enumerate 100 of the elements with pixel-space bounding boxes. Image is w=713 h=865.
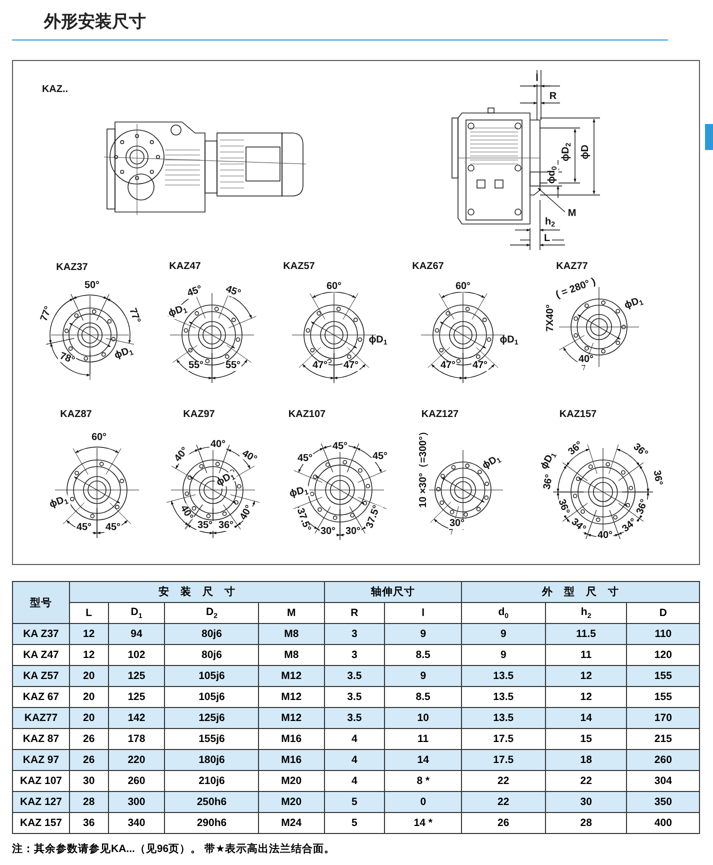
dimension-label: ϕD bbox=[581, 144, 591, 160]
angle-label: 30° bbox=[448, 519, 466, 529]
angle-label: 45° bbox=[371, 452, 389, 462]
angle-label: 40° bbox=[238, 503, 256, 523]
table-cell: 36 bbox=[70, 812, 108, 834]
angle-label: 45° bbox=[223, 284, 243, 300]
row-header: KAZ 157 bbox=[12, 812, 70, 834]
table-cell: 125j6 bbox=[164, 708, 259, 728]
table-cell: 3 bbox=[324, 624, 385, 644]
table-cell: 3.5 bbox=[324, 708, 385, 728]
table-cell: 22 bbox=[461, 792, 546, 812]
table-cell: 26 bbox=[461, 812, 546, 834]
angle-label: 35° bbox=[196, 521, 214, 531]
angle-label: 40° bbox=[172, 445, 192, 465]
table-cell: 250h6 bbox=[164, 792, 259, 812]
dimension-label: l bbox=[534, 74, 540, 84]
table-cell: 290h6 bbox=[164, 812, 259, 834]
angle-label: 30° bbox=[319, 527, 337, 537]
table-cell: 20 bbox=[70, 666, 108, 686]
table-cell: 28 bbox=[545, 812, 627, 834]
table-cell: 350 bbox=[626, 792, 700, 812]
angle-label: 36° bbox=[635, 497, 651, 517]
diameter-label: ϕD$_{1}$ bbox=[368, 336, 388, 346]
angle-label: 55° bbox=[224, 361, 242, 371]
column-header: 安 装 尺 寸 bbox=[70, 582, 324, 602]
angle-label: 47° bbox=[471, 361, 489, 371]
page-title: 外形安装尺寸 bbox=[44, 11, 146, 33]
table-cell: 5 bbox=[324, 792, 385, 812]
table-cell: 220 bbox=[108, 750, 165, 770]
table-cell: 260 bbox=[626, 750, 700, 770]
table-cell: 14 bbox=[545, 708, 627, 728]
angle-label: 60° bbox=[325, 282, 343, 292]
column-header: 外 型 尺 寸 bbox=[461, 582, 700, 602]
row-header: KA Z37 bbox=[12, 624, 70, 644]
row-header: KAZ77 bbox=[12, 708, 70, 728]
angle-label: 45° bbox=[331, 442, 349, 452]
table-cell: M8 bbox=[258, 624, 324, 644]
model-label: KAZ77 bbox=[555, 262, 589, 272]
table-cell: 125 bbox=[108, 666, 165, 686]
angle-label: 60° bbox=[90, 433, 108, 443]
angle-label: 60° bbox=[454, 282, 472, 292]
table-cell: 11.5 bbox=[545, 624, 627, 644]
table-cell: 28 bbox=[70, 792, 108, 812]
table-cell: 400 bbox=[626, 812, 700, 834]
table-cell: 10 bbox=[384, 708, 462, 728]
table-cell: 17.5 bbox=[461, 750, 546, 770]
table-cell: 170 bbox=[626, 708, 700, 728]
table-cell: 9 bbox=[384, 624, 462, 644]
angle-label: 45° bbox=[75, 523, 93, 533]
model-label: KAZ67 bbox=[411, 262, 445, 272]
angle-label: 30° bbox=[344, 527, 362, 537]
table-cell: 300 bbox=[108, 792, 165, 812]
table-cell: 180j6 bbox=[164, 750, 259, 770]
table-cell: M12 bbox=[258, 666, 324, 686]
angle-label: 34° bbox=[568, 516, 588, 536]
table-cell: 110 bbox=[626, 624, 700, 644]
table-cell: 13.5 bbox=[461, 708, 546, 728]
row-header: KAZ 97 bbox=[12, 750, 70, 770]
table-cell: 9 bbox=[461, 624, 546, 644]
table-cell: 12 bbox=[70, 624, 108, 644]
angle-label: 40° bbox=[209, 440, 227, 450]
angle-label: 40° bbox=[577, 355, 595, 365]
angle-label: 47° bbox=[439, 361, 457, 371]
dimension-label: h$_{2}$ bbox=[544, 218, 556, 228]
table-cell: 18 bbox=[545, 750, 627, 770]
row-header: KA Z57 bbox=[12, 666, 70, 686]
footnote: 注：其余参数请参见KA...（见96页）。 带★表示高出法兰结合面。 bbox=[12, 842, 335, 856]
model-label: KAZ57 bbox=[282, 262, 316, 272]
dimension-label: L bbox=[542, 234, 552, 244]
table-cell: 26 bbox=[70, 750, 108, 770]
model-label: KAZ87 bbox=[59, 410, 93, 420]
model-label: KAZ47 bbox=[168, 262, 202, 272]
angle-label: 47° bbox=[311, 361, 329, 371]
angle-label: 34° bbox=[620, 516, 640, 536]
angle-label: ( = 280° ) bbox=[554, 276, 598, 302]
angle-label: 36° bbox=[217, 521, 235, 531]
table-cell: 4 bbox=[324, 750, 385, 770]
angle-label: 55° bbox=[187, 361, 205, 371]
table-cell: 14 * bbox=[384, 812, 462, 834]
table-cell: M16 bbox=[258, 750, 324, 770]
table-cell: 80j6 bbox=[164, 624, 259, 644]
table-cell: 5 bbox=[324, 812, 385, 834]
angle-label: 37.5° bbox=[364, 503, 384, 531]
table-cell: 12 bbox=[545, 666, 627, 686]
angle-label: 45° bbox=[296, 454, 314, 464]
angle-label: 40° bbox=[596, 531, 614, 541]
table-cell: 30 bbox=[545, 792, 627, 812]
dimension-label: R bbox=[548, 92, 558, 102]
model-label: KAZ127 bbox=[420, 410, 460, 420]
model-label: KAZ97 bbox=[182, 410, 216, 420]
table-cell: M24 bbox=[258, 812, 324, 834]
table-cell: 20 bbox=[70, 708, 108, 728]
angle-label: 45° bbox=[104, 523, 122, 533]
table-cell: 9 bbox=[384, 666, 462, 686]
angle-label: 36° bbox=[555, 497, 571, 517]
model-label: KAZ.. bbox=[40, 85, 70, 95]
angle-label: 7X40° bbox=[546, 303, 556, 333]
table-cell: 0 bbox=[384, 792, 462, 812]
model-label: KAZ107 bbox=[287, 410, 327, 420]
table-cell: M20 bbox=[258, 792, 324, 812]
